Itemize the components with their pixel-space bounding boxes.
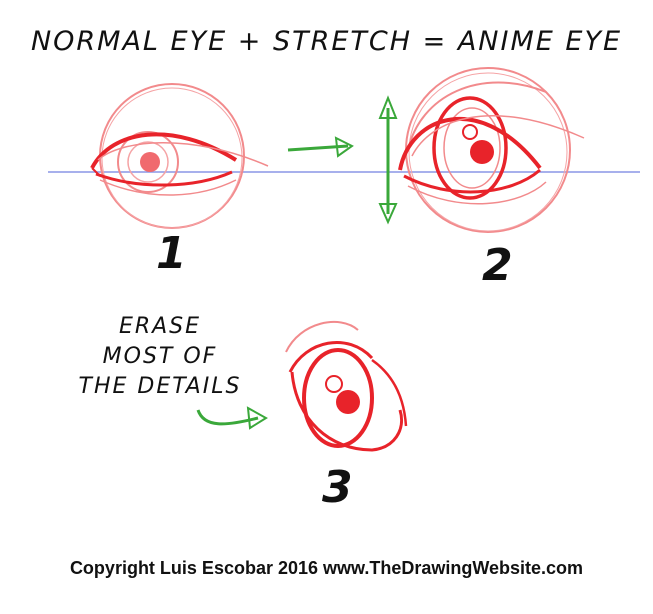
diagram-title: NORMAL EYE + STRETCH = ANIME EYE xyxy=(30,26,623,57)
note-line: MOST OF xyxy=(102,344,218,369)
step-number-1: 1 xyxy=(156,228,187,279)
erase-note: ERASE MOST OF THE DETAILS xyxy=(40,312,280,402)
stretched-eye-drawing xyxy=(398,67,585,233)
curved-arrow-icon xyxy=(196,406,268,430)
note-line: ERASE xyxy=(118,314,202,339)
vertical-stretch-arrow-icon xyxy=(378,95,398,225)
step-number-2: 2 xyxy=(482,240,513,291)
anime-eye-drawing xyxy=(285,321,408,452)
step-number-3: 3 xyxy=(322,462,353,513)
right-arrow-icon xyxy=(287,136,354,158)
note-line: THE DETAILS xyxy=(78,374,242,399)
normal-eye-drawing xyxy=(90,83,269,229)
copyright-text: Copyright Luis Escobar 2016 www.TheDrawi… xyxy=(69,558,584,578)
